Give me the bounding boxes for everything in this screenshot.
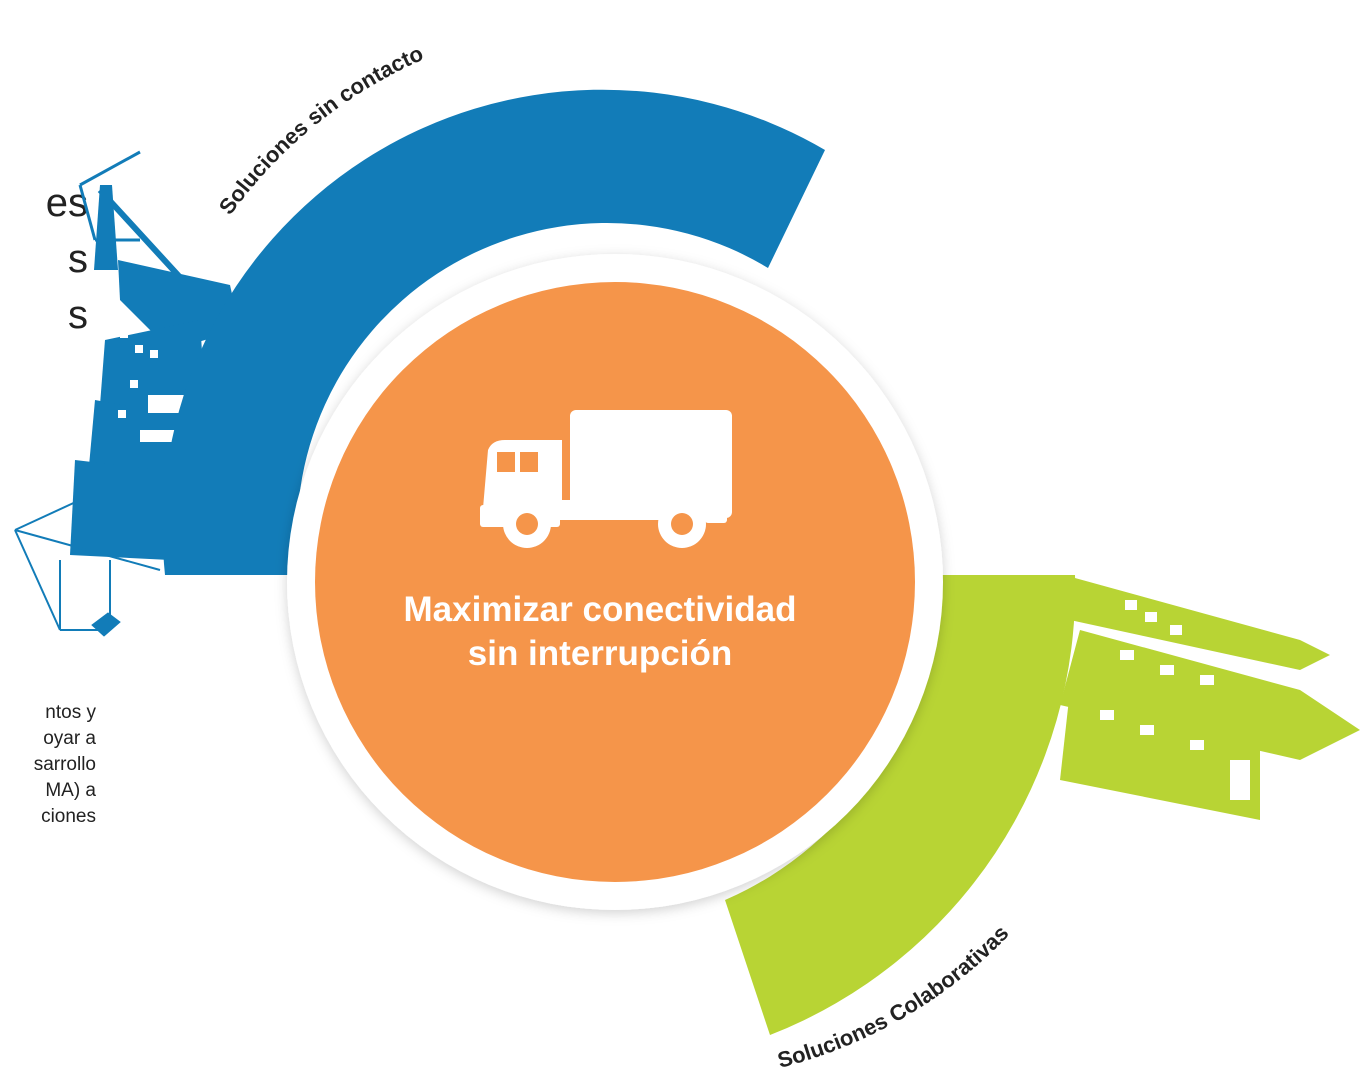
headline-line: s — [68, 237, 88, 281]
ship-illustration — [1060, 578, 1360, 820]
center-circle — [315, 282, 915, 882]
center-title-line: sin interrupción — [467, 634, 733, 673]
segment-green — [725, 575, 1076, 1035]
body-line: oyar a — [43, 728, 96, 749]
body-text-fragment: ntos y oyar a sarrollo MA) a ciones — [0, 700, 96, 830]
body-line: ciones — [41, 806, 96, 827]
crane-illustration — [14, 150, 240, 637]
headline-line: s — [68, 293, 88, 337]
body-line: ntos y — [45, 702, 96, 723]
body-line: MA) a — [45, 780, 96, 801]
center-title: Maximizar conectividad sin interrupción — [330, 588, 870, 676]
center-title-line: Maximizar conectividad — [403, 590, 797, 629]
segment-blue — [162, 89, 826, 575]
body-line: sarrollo — [33, 754, 96, 775]
truck-icon — [480, 410, 732, 548]
